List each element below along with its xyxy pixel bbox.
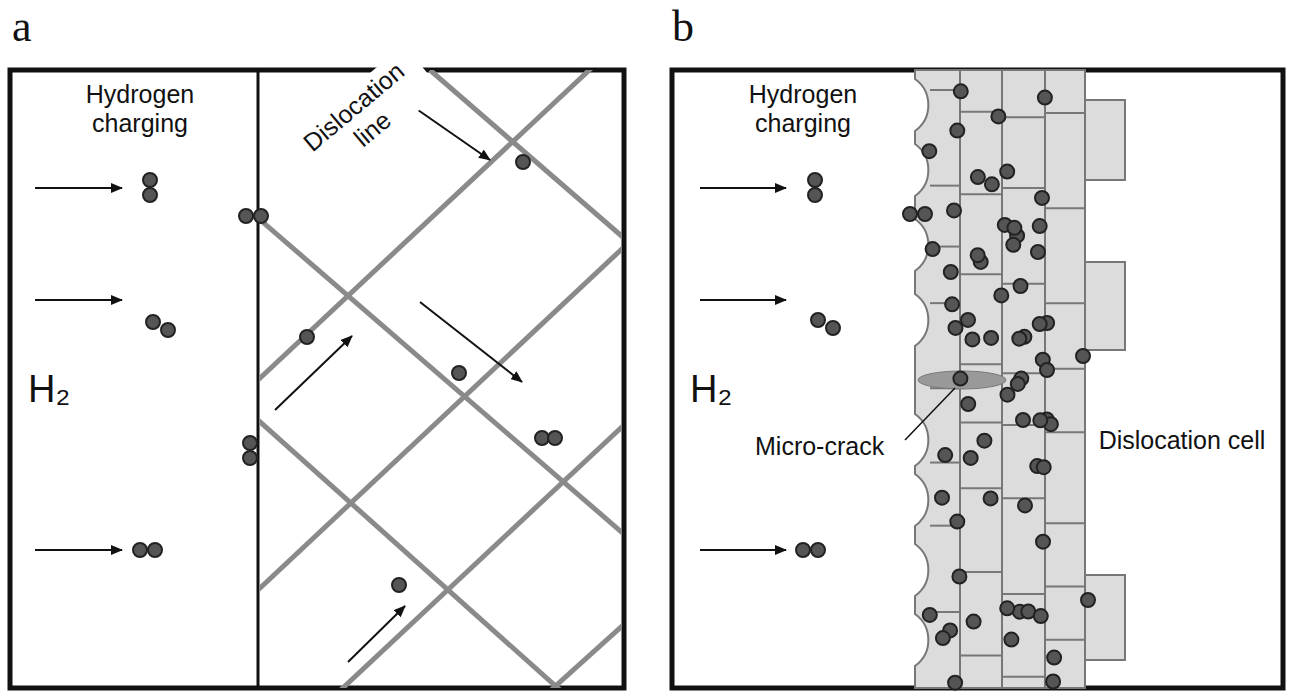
micro-crack [918, 371, 1006, 389]
process-label: Hydrogen charging [40, 80, 240, 138]
crack-label: Micro-crack [755, 432, 905, 461]
hydrogen-atoms [796, 84, 1095, 689]
gas-label: H₂ [28, 368, 108, 412]
cell-walls [930, 70, 1085, 688]
panel-letter: b [672, 2, 732, 53]
surface-line [257, 70, 260, 688]
panel-letter: a [12, 2, 72, 53]
hydrogen-atoms [133, 155, 562, 592]
process-label: Hydrogen charging [703, 80, 903, 138]
panel-frame [672, 70, 1283, 688]
dislocation-band [915, 70, 1085, 688]
cell-blocks [1085, 100, 1125, 660]
arrows [35, 110, 522, 662]
leader-line [905, 388, 955, 440]
cell-label: Dislocation cell [1094, 425, 1270, 456]
gas-label: H₂ [690, 368, 770, 412]
